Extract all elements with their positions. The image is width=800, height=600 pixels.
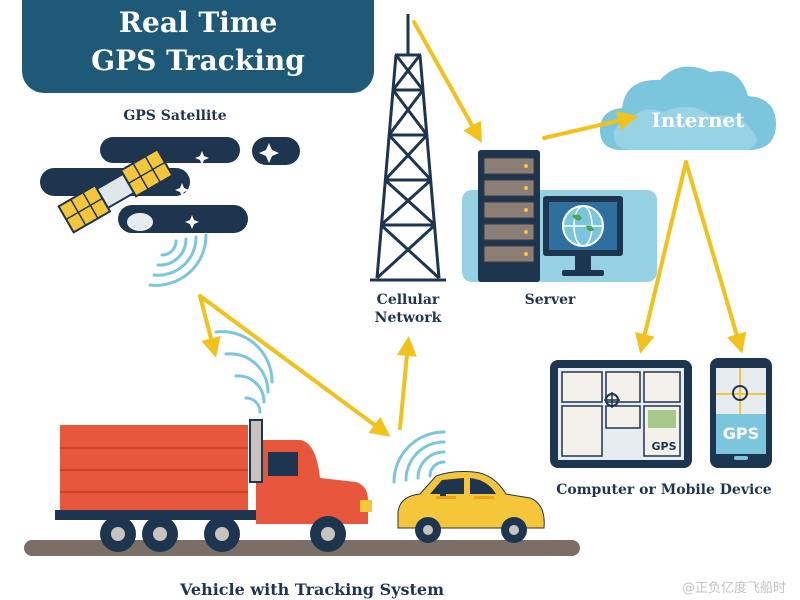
title-line-2: GPS Tracking <box>91 44 305 77</box>
label-cellular-network: Cellular Network <box>350 292 466 327</box>
cell-tower-icon <box>370 14 446 282</box>
arrow-satellite-to-taxi <box>198 294 391 437</box>
taxi-signal-icon <box>392 430 446 484</box>
label-vehicle: Vehicle with Tracking System <box>179 580 445 599</box>
internet-cloud-icon <box>600 66 776 150</box>
page-title: Real Time GPS Tracking <box>22 4 374 80</box>
truck-icon <box>55 419 372 552</box>
truck-signal-icon <box>214 330 274 414</box>
flow-arrows <box>198 20 747 437</box>
satellite-signal-icon <box>148 233 208 287</box>
arrow-taxi-to-tower <box>396 336 417 430</box>
tablet-gps-text: GPS <box>651 440 677 453</box>
title-banner <box>22 0 374 93</box>
arrow-tower-to-server <box>412 20 482 143</box>
watermark: @正负亿度飞船时 <box>681 581 786 596</box>
phone-gps-text: GPS <box>722 424 760 443</box>
label-cellular-line-2: Network <box>374 309 442 326</box>
taxi-icon <box>397 471 545 543</box>
label-cellular-line-1: Cellular <box>376 292 440 308</box>
label-gps-satellite: GPS Satellite <box>123 108 227 124</box>
title-line-1: Real Time <box>118 6 278 39</box>
tablet-device-icon <box>550 360 692 468</box>
monitor-globe-icon <box>543 196 623 276</box>
arrow-internet-to-tablet <box>635 160 688 354</box>
arrow-internet-to-phone <box>684 160 747 354</box>
label-server: Server <box>524 292 576 308</box>
phone-device-icon <box>710 358 772 468</box>
satellite-icon <box>57 148 174 234</box>
label-internet: Internet <box>651 108 745 132</box>
arrow-server-to-internet <box>542 110 638 140</box>
arrow-satellite-to-truck <box>198 294 221 358</box>
label-devices: Computer or Mobile Device <box>556 482 772 498</box>
